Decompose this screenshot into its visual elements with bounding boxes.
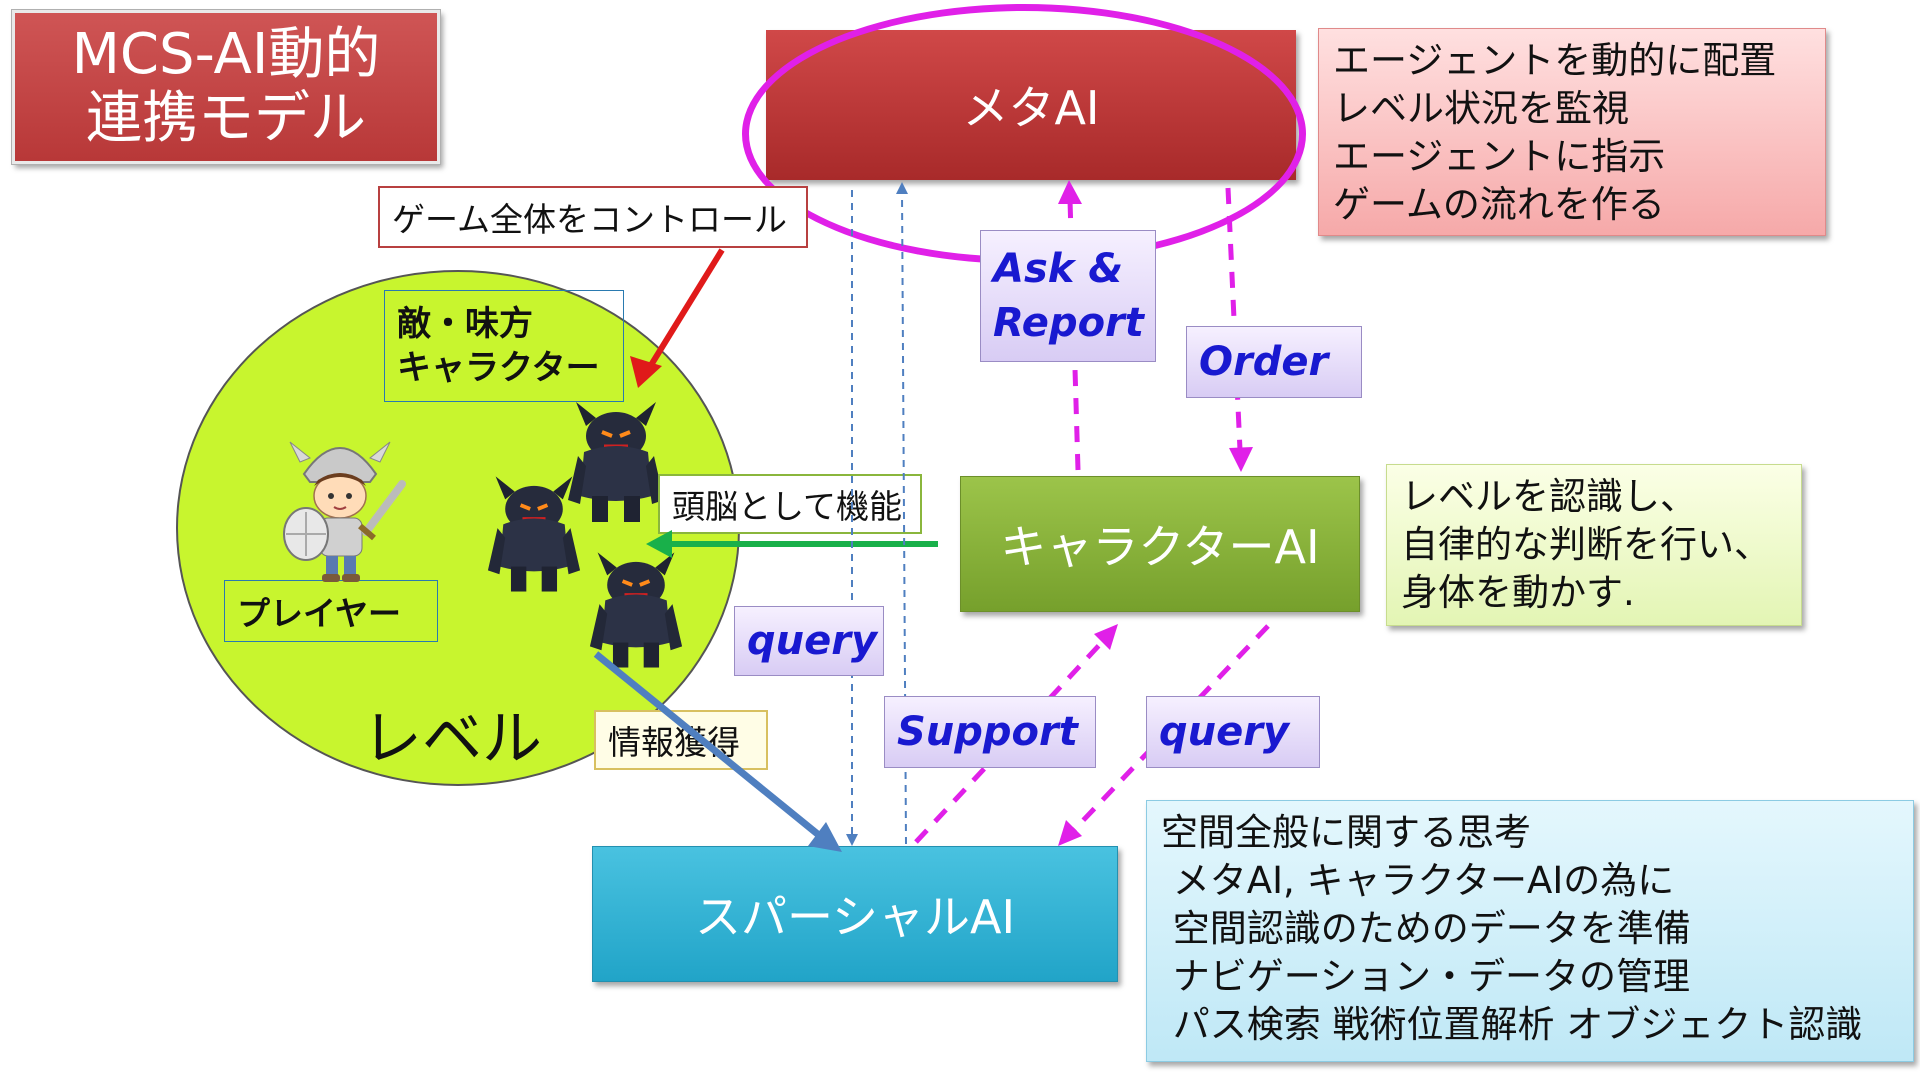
support-label: Support (884, 696, 1096, 768)
spatial-ai-description: 空間全般に関する思考 メタAI, キャラクターAIの為に 空間認識のためのデータ… (1146, 800, 1914, 1062)
dark-monster-icon (589, 552, 683, 668)
title-line-2: 連携モデル (86, 86, 366, 151)
ask-report-arrowhead (1058, 180, 1082, 204)
game-control-arrowhead (630, 356, 662, 388)
characters-label: 敵・味方 キャラクター (384, 290, 624, 402)
info-arrowhead (808, 822, 842, 852)
dark-monster-icon (487, 476, 581, 592)
game-control-arrow (645, 248, 725, 372)
character-ai-box[interactable]: キャラクターAI (960, 476, 1360, 612)
query-left-label: query (734, 606, 884, 676)
dark-monster-icon (568, 402, 664, 522)
support-arrowhead (1094, 624, 1118, 650)
order-arrowhead (1229, 447, 1253, 472)
character-ai-label: キャラクターAI (1000, 520, 1320, 574)
spatial-to-meta-arrowhead (896, 182, 908, 194)
spatial-ai-box[interactable]: スパーシャルAI (592, 846, 1118, 982)
character-ai-description: レベルを認識し、 自律的な判断を行い、 身体を動かす. (1386, 464, 1802, 626)
query-right-label: query (1146, 696, 1320, 768)
query-arrowhead (1058, 820, 1082, 846)
brain-function-label: 頭脳として機能 (658, 474, 922, 534)
ask-report-label: Ask & Report (980, 230, 1156, 362)
level-label: レベル (362, 704, 542, 774)
title-line-1: MCS-AI動的 (71, 22, 381, 87)
brain-arrowhead (646, 530, 672, 558)
knight-player-icon (283, 441, 406, 582)
meta-to-spatial-arrowhead (846, 834, 858, 846)
order-line (1225, 187, 1243, 451)
game-control-label: ゲーム全体をコントロール (378, 186, 808, 248)
order-label: Order (1186, 326, 1362, 398)
player-label: プレイヤー (224, 580, 438, 642)
support-line (914, 638, 1106, 844)
diagram-title: MCS-AI動的 連携モデル (11, 9, 441, 165)
info-arrow (593, 651, 823, 839)
spatial-ai-label: スパーシャルAI (694, 890, 1016, 944)
meta-ai-description: エージェントを動的に配置 レベル状況を監視 エージェントに指示 ゲームの流れを作… (1318, 28, 1826, 236)
